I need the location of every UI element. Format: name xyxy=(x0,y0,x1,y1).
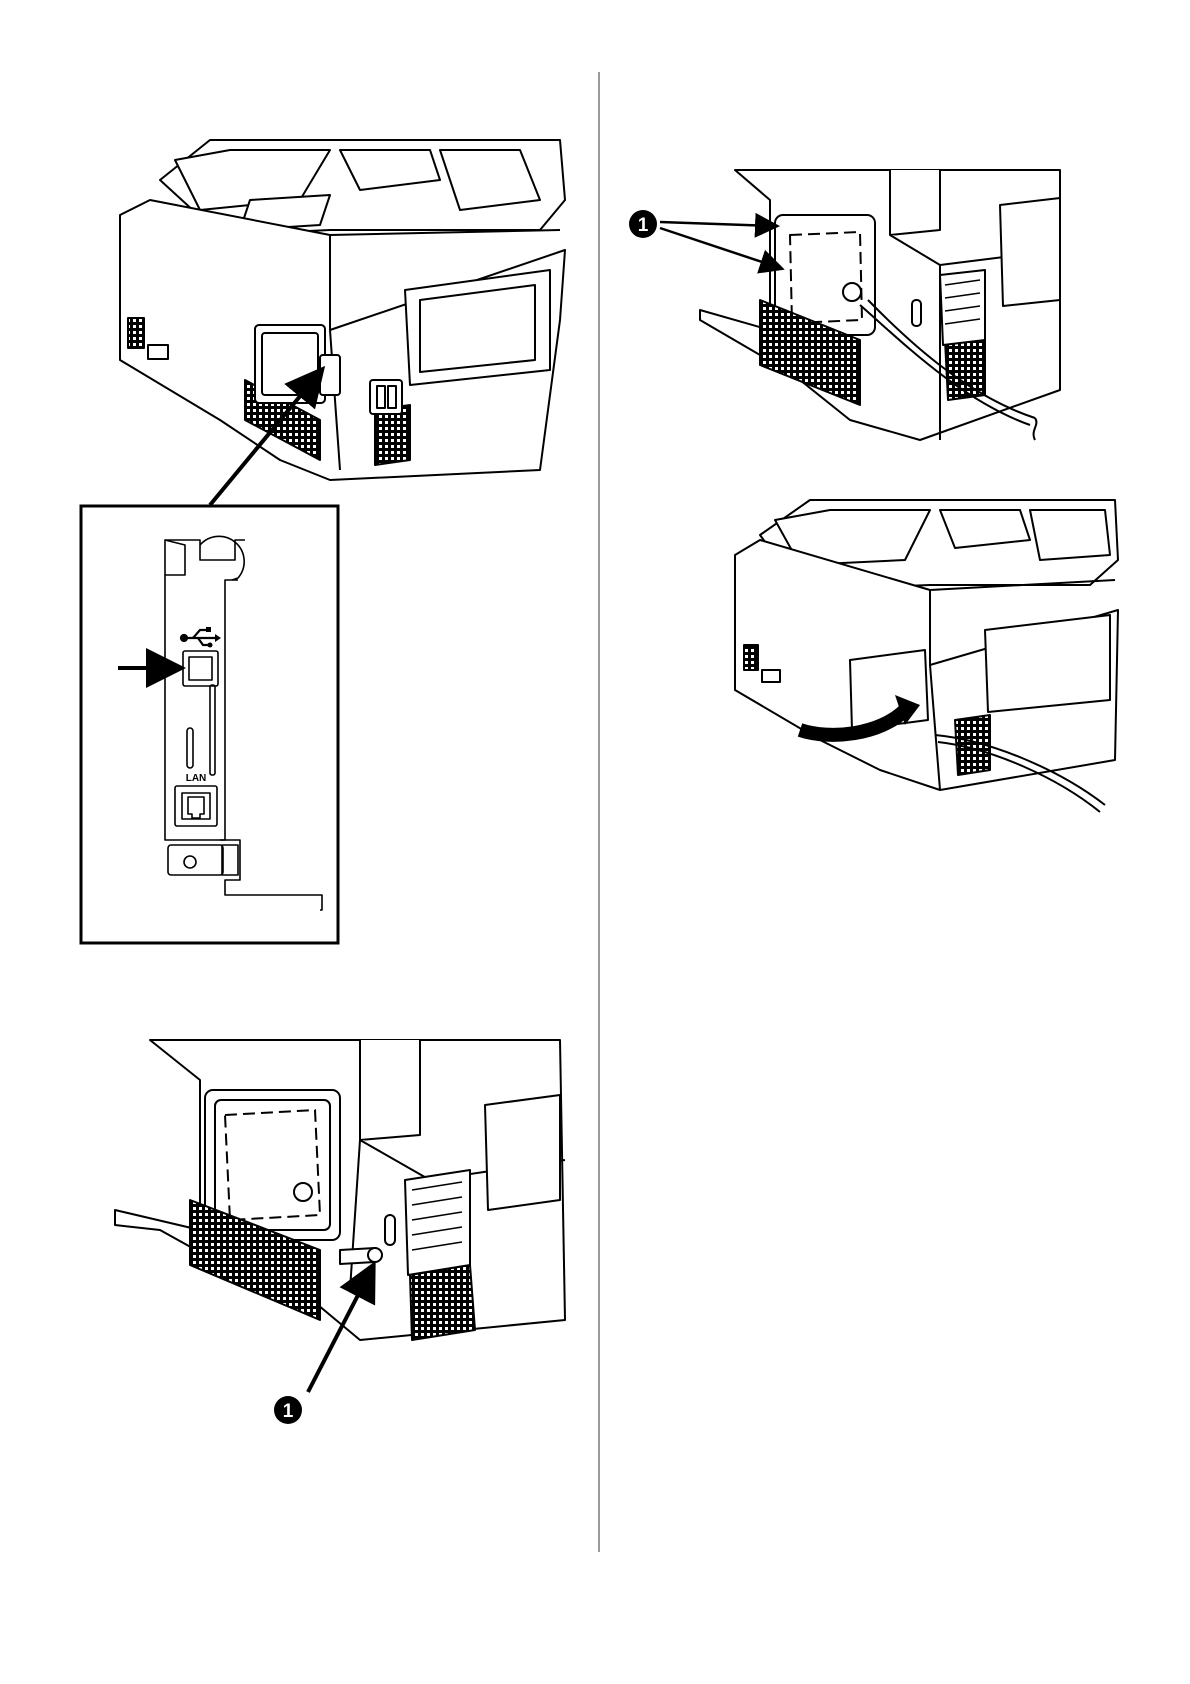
printer-rear-view-figure xyxy=(120,140,565,480)
callout-number: 1 xyxy=(283,1401,294,1422)
cable-routing-figure xyxy=(700,170,1060,440)
arrow-icon xyxy=(660,228,780,268)
cover-reattach-figure xyxy=(735,500,1118,790)
callout-number: 1 xyxy=(638,215,649,236)
arrow-icon xyxy=(660,222,775,226)
cable-clamp-closeup-figure xyxy=(115,1040,565,1340)
interface-board-inset: LAN xyxy=(81,506,338,943)
lan-label: LAN xyxy=(186,773,207,784)
